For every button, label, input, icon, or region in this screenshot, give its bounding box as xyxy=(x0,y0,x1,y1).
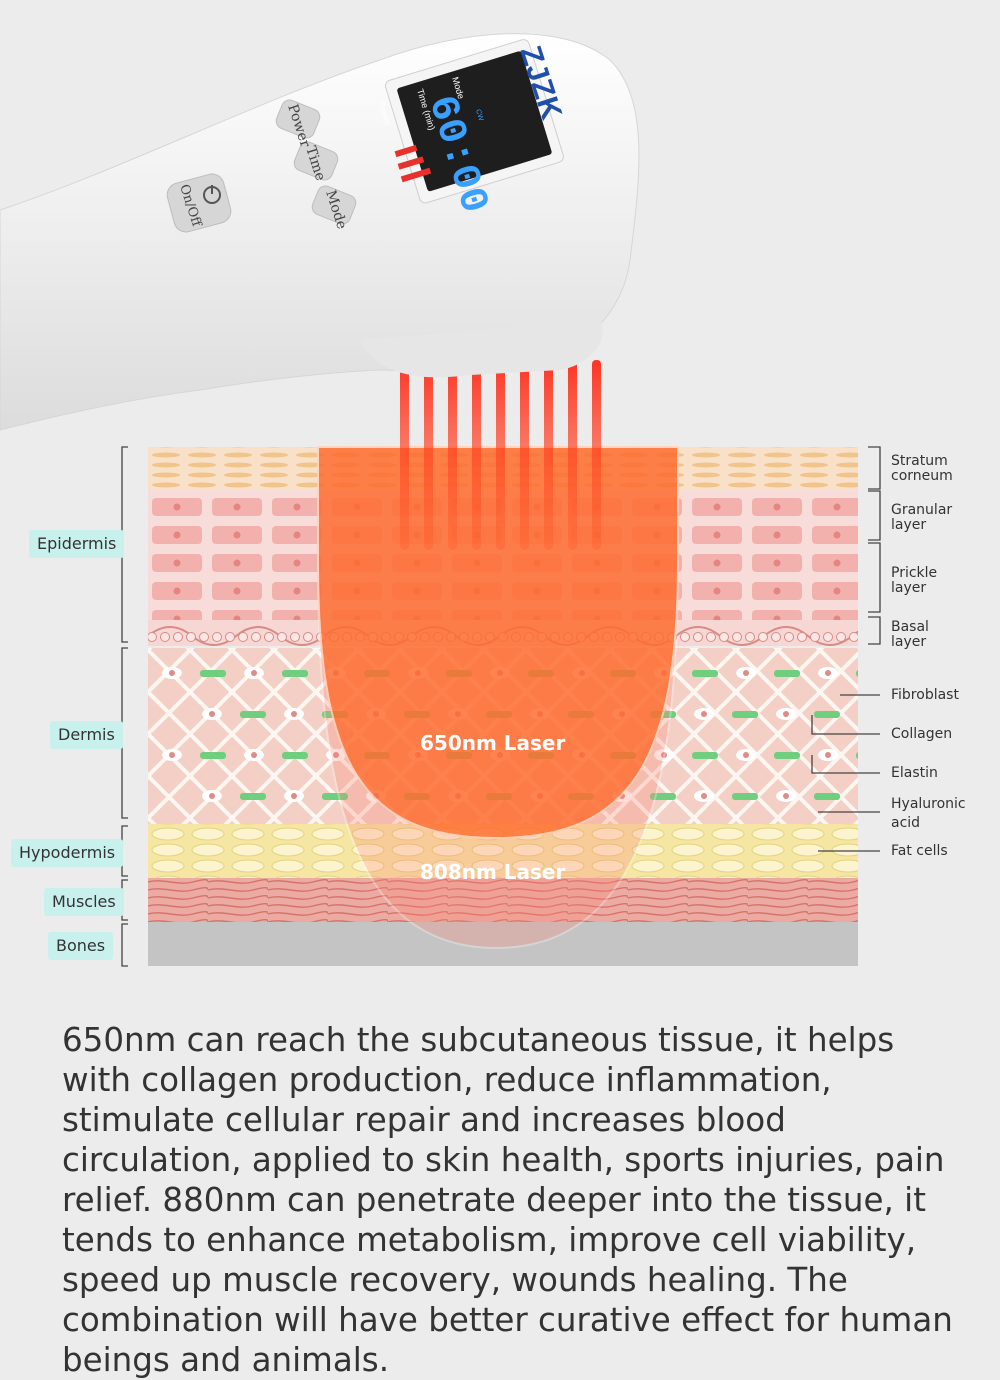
label-650nm-laser: 650nm Laser xyxy=(420,731,566,755)
laser-ray xyxy=(544,360,553,550)
basal-cell xyxy=(264,632,274,642)
fibroblast-nucleus xyxy=(333,752,339,758)
label-bones: Bones xyxy=(48,932,114,960)
skin-diagram: Power Time Mode On/Off ZJZK 60:00 Mode T… xyxy=(0,33,881,967)
basal-cell xyxy=(251,632,261,642)
fibroblast-nucleus xyxy=(291,793,297,799)
elastin-fiber xyxy=(322,793,348,800)
basal-cell xyxy=(810,632,820,642)
fibroblast-nucleus xyxy=(251,670,257,676)
label-collagen: Collagen xyxy=(891,726,953,742)
basal-cell xyxy=(225,632,235,642)
basal-cell xyxy=(797,632,807,642)
basal-cell xyxy=(836,632,846,642)
laser-ray xyxy=(400,360,409,550)
basal-cell xyxy=(693,632,703,642)
label-dermis: Dermis xyxy=(50,721,123,749)
laser-device xyxy=(0,33,640,431)
basal-cell xyxy=(212,632,222,642)
laser-ray xyxy=(568,360,577,550)
elastin-fiber xyxy=(774,670,800,677)
label-fat-cells: Fat cells xyxy=(891,843,948,859)
elastin-fiber xyxy=(692,752,718,759)
elastin-fiber xyxy=(856,752,858,759)
basal-cell xyxy=(719,632,729,642)
label-fibroblast: Fibroblast xyxy=(891,687,959,703)
basal-cell xyxy=(186,632,196,642)
basal-cell xyxy=(160,632,170,642)
elastin-fiber xyxy=(650,793,676,800)
basal-cell xyxy=(823,632,833,642)
label-epidermis: Epidermis xyxy=(29,530,125,558)
basal-cell xyxy=(849,632,858,642)
basal-cell xyxy=(680,632,690,642)
label-prickle-layer: Prickle layer xyxy=(891,565,938,596)
elastin-fiber xyxy=(282,670,308,677)
elastin-fiber xyxy=(240,711,266,718)
description-text: 650nm can reach the subcutaneous tissue,… xyxy=(62,1021,953,1379)
label-elastin: Elastin xyxy=(891,765,938,781)
elastin-fiber xyxy=(814,711,840,718)
fibroblast-nucleus xyxy=(743,752,749,758)
basal-cell xyxy=(148,632,157,642)
laser-ray xyxy=(424,360,433,550)
basal-cell xyxy=(784,632,794,642)
screen-cw-label: CW xyxy=(474,109,484,123)
basal-cell xyxy=(173,632,183,642)
basal-cell xyxy=(771,632,781,642)
laser-ray xyxy=(592,360,601,550)
laser-ray xyxy=(496,360,505,550)
basal-cell xyxy=(745,632,755,642)
fibroblast-nucleus xyxy=(291,711,297,717)
laser-rays xyxy=(400,360,601,550)
fibroblast-nucleus xyxy=(783,793,789,799)
elastin-fiber xyxy=(200,752,226,759)
basal-cell xyxy=(732,632,742,642)
basal-cell xyxy=(706,632,716,642)
basal-cell xyxy=(303,632,313,642)
label-muscles: Muscles xyxy=(44,888,124,916)
fibroblast-nucleus xyxy=(169,752,175,758)
fibroblast-nucleus xyxy=(783,711,789,717)
label-hypodermis: Hypodermis xyxy=(11,839,124,867)
elastin-fiber xyxy=(200,670,226,677)
fibroblast-nucleus xyxy=(701,711,707,717)
basal-cell xyxy=(758,632,768,642)
laser-ray xyxy=(520,360,529,550)
label-granular-layer: Granular layer xyxy=(891,502,953,533)
fibroblast-nucleus xyxy=(209,711,215,717)
fibroblast-nucleus xyxy=(661,752,667,758)
basal-cell xyxy=(238,632,248,642)
elastin-fiber xyxy=(732,793,758,800)
label-basal-layer: Basal layer xyxy=(891,619,929,650)
fibroblast-nucleus xyxy=(209,793,215,799)
elastin-fiber xyxy=(692,670,718,677)
elastin-fiber xyxy=(814,793,840,800)
fibroblast-nucleus xyxy=(825,752,831,758)
label-stratum-corneum: Stratum corneum xyxy=(891,453,953,484)
basal-cell xyxy=(290,632,300,642)
laser-ray xyxy=(472,360,481,550)
label-808nm-laser: 808nm Laser xyxy=(420,860,566,884)
laser-ray xyxy=(448,360,457,550)
fibroblast-nucleus xyxy=(251,752,257,758)
fibroblast-nucleus xyxy=(825,670,831,676)
basal-cell xyxy=(199,632,209,642)
right-brackets xyxy=(811,446,881,852)
basal-cell xyxy=(277,632,287,642)
fibroblast-nucleus xyxy=(701,793,707,799)
elastin-fiber xyxy=(240,793,266,800)
elastin-fiber xyxy=(282,752,308,759)
fibroblast-nucleus xyxy=(743,670,749,676)
label-hyaluronic-acid: Hyaluronic acid xyxy=(891,796,966,831)
elastin-fiber xyxy=(774,752,800,759)
elastin-fiber xyxy=(856,670,858,677)
elastin-fiber xyxy=(732,711,758,718)
fibroblast-nucleus xyxy=(169,670,175,676)
